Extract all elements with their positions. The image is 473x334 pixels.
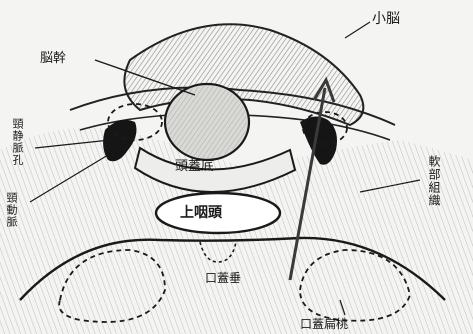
label-brainstem: 脳幹 — [40, 52, 66, 65]
leader-cerebellum — [345, 22, 370, 38]
label-jugular-foramen: 頸静脈孔 — [12, 118, 23, 166]
label-cerebellum: 小脳 — [372, 12, 400, 26]
brainstem-shading — [167, 86, 247, 158]
label-clivus: 頭蓋底 — [175, 160, 214, 173]
label-tonsil: 口蓋扁桃 — [300, 318, 348, 330]
label-soft-tissue: 軟部組織 — [428, 155, 440, 207]
label-internal-carotid: 頸動脈 — [6, 192, 17, 228]
label-palate: 口蓋垂 — [205, 272, 241, 284]
label-nasopharynx: 上咽頭 — [180, 206, 222, 220]
